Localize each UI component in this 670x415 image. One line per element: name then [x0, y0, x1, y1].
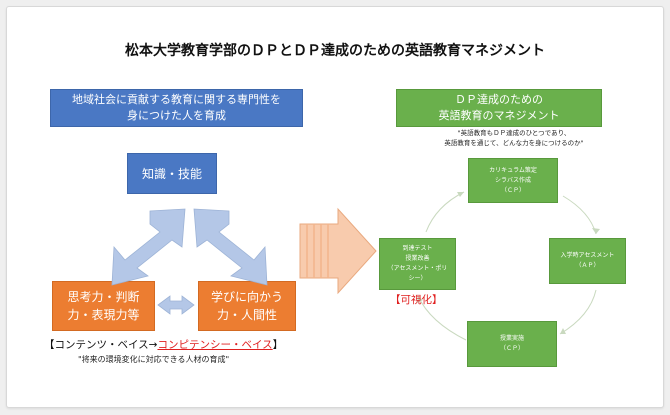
- curriculum-cp-box: カリキュラム策定 シラバス作成 （ＣＰ）: [468, 158, 558, 203]
- assess-line3: （アセスメント・ポリ: [387, 265, 448, 272]
- right-banner-line1: ＤＰ達成のための: [455, 93, 543, 106]
- english-quote-line1: "英語教育もＤＰ達成のひとつであり、: [457, 129, 571, 137]
- thinking-line2: 力・表現力等: [67, 308, 140, 322]
- assess-line4: シー）: [408, 275, 427, 282]
- cp1-line1: カリキュラム策定: [489, 166, 537, 174]
- assessment-policy-box: 到達テスト 授業改善 （アセスメント・ポリ シー）: [379, 238, 456, 290]
- learning-attitude-box: 学びに向かう 力・人間性: [198, 281, 296, 331]
- learning-line1: 学びに向かう: [210, 290, 283, 304]
- learning-line2: 力・人間性: [216, 308, 277, 322]
- contents-prefix: 【コンテンツ・ベイス→: [44, 339, 158, 351]
- competency-based-highlight: コンピテンシー・ベイス: [157, 339, 273, 351]
- left-goal-line2: 身につけた人を育成: [127, 109, 226, 122]
- cycle-arrow-cp-to-ap: [562, 195, 597, 235]
- cycle-arrow-assess-to-cp: [425, 191, 465, 233]
- right-diagonal-double-arrow: [193, 208, 268, 286]
- big-transition-arrow: [299, 207, 377, 295]
- contents-to-competency-label: 【コンテンツ・ベイス→コンピテンシー・ベイス】: [44, 337, 283, 352]
- left-goal-banner: 地域社会に貢献する教育に関する専門性を 身につけた人を育成: [50, 89, 303, 127]
- cycle-arrow-ap-to-cp: [559, 289, 597, 335]
- thinking-judgment-box: 思考力・判断 力・表現力等: [52, 281, 155, 331]
- english-dp-quote: "英語教育もＤＰ達成のひとつであり、 英語教育を通じて、どんな力を身につけるのか…: [384, 128, 644, 148]
- diagram-title: 松本大学教育学部のＤＰとＤＰ達成のための英語教育マネジメント: [125, 43, 545, 59]
- right-management-banner: ＤＰ達成のための 英語教育のマネジメント: [396, 89, 602, 127]
- knowledge-skills-box: 知識・技能: [127, 153, 217, 194]
- assess-line1: 到達テスト: [402, 245, 433, 252]
- admission-ap-box: 入学時アセスメント （ＡＰ）: [549, 238, 626, 284]
- english-quote-line2: 英語教育を通じて、どんな力を身につけるのか": [444, 139, 584, 147]
- cp2-line1: 授業実施: [499, 335, 524, 342]
- cp1-line3: （ＣＰ）: [500, 186, 525, 194]
- class-implementation-cp-box: 授業実施 （ＣＰ）: [467, 321, 557, 367]
- right-banner-line2: 英語教育のマネジメント: [438, 109, 560, 122]
- visualization-label: 【可視化】: [390, 294, 443, 306]
- ap-line1: 入学時アセスメント: [560, 252, 615, 259]
- assess-line2: 授業改善: [405, 255, 430, 262]
- thinking-line1: 思考力・判断: [67, 290, 140, 304]
- cp2-line2: （ＣＰ）: [499, 345, 524, 352]
- ap-line2: （ＡＰ）: [575, 262, 600, 269]
- contents-suffix: 】: [272, 339, 284, 351]
- left-goal-line1: 地域社会に貢献する教育に関する専門性を: [72, 93, 281, 106]
- cp1-line2: シラバス作成: [495, 176, 531, 184]
- future-talent-quote: "将来の環境変化に対応できる人材の育成": [78, 355, 230, 364]
- left-diagonal-double-arrow: [111, 208, 186, 286]
- horizontal-double-arrow: [157, 295, 195, 315]
